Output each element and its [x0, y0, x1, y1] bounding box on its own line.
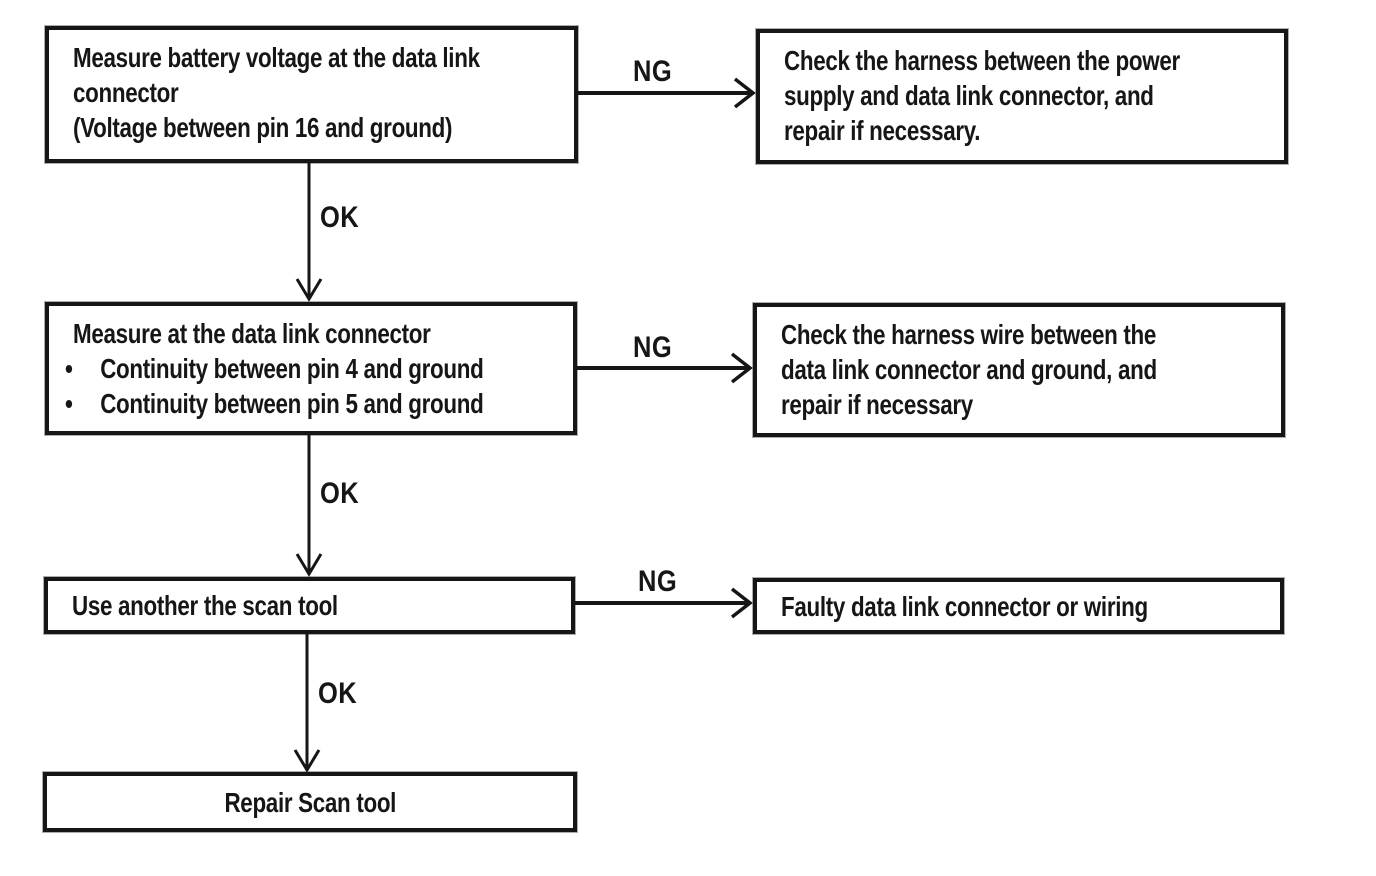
- bullet-dot: •: [65, 353, 73, 384]
- bullet-text: Continuity between pin 4 and ground: [100, 353, 484, 384]
- ok-label-2: OK: [320, 477, 360, 510]
- node-line: connector: [73, 77, 179, 108]
- node-measure-continuity: Measure at the data link connector • Con…: [45, 302, 577, 435]
- node-line: Faulty data link connector or wiring: [781, 590, 1148, 622]
- bullet-item: • Continuity between pin 5 and ground: [65, 386, 484, 421]
- ng-arrow-2: [577, 350, 755, 386]
- bullet-item: • Continuity between pin 4 and ground: [65, 351, 484, 386]
- node-title: Measure at the data link connector: [73, 318, 431, 349]
- ok-label-3: OK: [318, 677, 358, 710]
- ok-arrow-1: [291, 163, 327, 303]
- node-faulty-connector: Faulty data link connector or wiring: [753, 578, 1284, 634]
- node-line: data link connector and ground, and: [781, 354, 1157, 385]
- node-line: Check the harness between the power: [784, 45, 1180, 76]
- ok-label-1: OK: [320, 201, 360, 234]
- node-line: Check the harness wire between the: [781, 319, 1157, 350]
- node-use-another-scan-tool: Use another the scan tool: [44, 577, 575, 634]
- node-measure-battery-voltage: Measure battery voltage at the data link…: [45, 26, 578, 163]
- bullet-text: Continuity between pin 5 and ground: [100, 388, 484, 419]
- ng-label-2: NG: [633, 331, 673, 364]
- node-line: (Voltage between pin 16 and ground): [73, 112, 453, 143]
- node-line: repair if necessary.: [784, 115, 981, 146]
- node-check-power-harness: Check the harness between the power supp…: [756, 29, 1288, 164]
- node-repair-scan-tool: Repair Scan tool: [43, 772, 577, 832]
- node-line: Repair Scan tool: [224, 786, 396, 818]
- ng-arrow-1: [578, 75, 758, 111]
- ng-label-3: NG: [638, 565, 678, 598]
- node-line: Use another the scan tool: [72, 590, 338, 621]
- ok-arrow-3: [289, 634, 325, 774]
- ng-label-1: NG: [633, 55, 673, 88]
- node-line: Measure battery voltage at the data link: [73, 42, 480, 73]
- bullet-dot: •: [65, 388, 73, 419]
- ng-arrow-3: [575, 585, 755, 621]
- node-line: supply and data link connector, and: [784, 80, 1154, 111]
- node-check-ground-harness: Check the harness wire between the data …: [753, 303, 1285, 437]
- node-line: repair if necessary: [781, 389, 973, 420]
- ok-arrow-2: [291, 435, 327, 578]
